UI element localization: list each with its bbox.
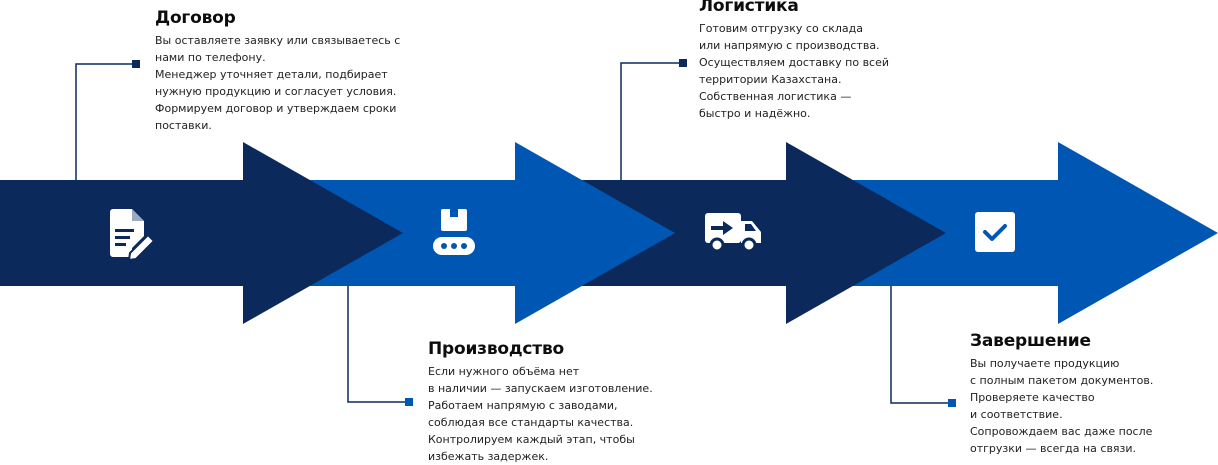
step-title: Производство (428, 339, 564, 359)
document-edit-icon (110, 209, 156, 262)
truck-icon (705, 213, 761, 253)
step-description: Готовим отгрузку со склада или напрямую … (699, 22, 890, 120)
step-contract: Договор Вы оставляете заявку или связыва… (155, 8, 400, 134)
process-arrow-4 (840, 142, 1218, 324)
step-title: Завершение (970, 331, 1091, 351)
step-description: Если нужного объёма нет в наличии — запу… (428, 365, 653, 463)
connector-3-marker (679, 59, 687, 67)
connector-2-marker (405, 398, 413, 406)
connector-1-marker (132, 60, 140, 68)
process-arrow-2 (295, 142, 675, 324)
step-production: Производство Если нужного объёма нет в н… (428, 339, 653, 465)
step-logistics: Логистика Готовим отгрузку со склада или… (699, 0, 889, 122)
step-title: Логистика (699, 0, 799, 16)
process-arrow-1 (0, 142, 403, 324)
connector-4 (890, 286, 956, 407)
checkbox-icon (975, 212, 1015, 252)
step-title: Договор (155, 8, 236, 28)
connector-2 (347, 286, 413, 406)
connector-3 (620, 59, 687, 180)
connector-1 (75, 60, 140, 180)
step-completion: Завершение Вы получаете продукцию с полн… (970, 331, 1153, 457)
connector-4-marker (948, 399, 956, 407)
step-description: Вы получаете продукцию с полным пакетом … (970, 357, 1154, 455)
step-description: Вы оставляете заявку или связываетесь с … (155, 34, 401, 132)
conveyor-box-icon (433, 209, 475, 255)
